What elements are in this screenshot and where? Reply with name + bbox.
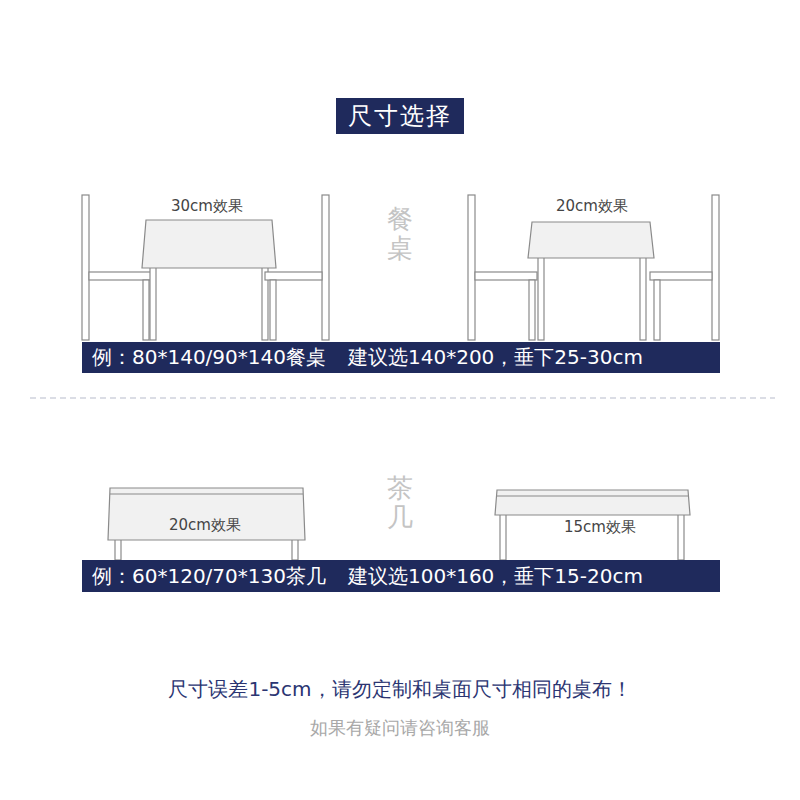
drape-effect-label: 20cm效果 xyxy=(169,516,241,535)
section-watermark: 餐桌 xyxy=(387,205,413,262)
drape-effect-label: 15cm效果 xyxy=(564,518,636,537)
dining-set-30cm xyxy=(82,195,329,340)
size-note: 尺寸误差1-5cm，请勿定制和桌面尺寸相同的桌布！ xyxy=(168,676,631,703)
drape-effect-label: 20cm效果 xyxy=(556,197,628,216)
size-advice-band: 例：80*140/90*140餐桌建议选140*200，垂下25-30cm xyxy=(82,342,720,373)
contact-note: 如果有疑问请咨询客服 xyxy=(310,716,490,740)
section-title: 尺寸选择 xyxy=(336,98,464,134)
section-divider xyxy=(30,397,775,398)
suggested-size: 建议选100*160，垂下15-20cm xyxy=(348,563,643,590)
coffee-table-20cm xyxy=(108,488,305,560)
coffee-table-15cm xyxy=(495,490,690,560)
suggested-size: 建议选140*200，垂下25-30cm xyxy=(348,344,643,371)
dining-set-20cm xyxy=(468,195,719,340)
size-advice-band: 例：60*120/70*130茶几建议选100*160，垂下15-20cm xyxy=(82,560,720,592)
section-watermark: 茶几 xyxy=(387,474,413,531)
drape-effect-label: 30cm效果 xyxy=(171,197,243,216)
example-size: 例：60*120/70*130茶几 xyxy=(92,563,326,590)
example-size: 例：80*140/90*140餐桌 xyxy=(92,344,326,371)
